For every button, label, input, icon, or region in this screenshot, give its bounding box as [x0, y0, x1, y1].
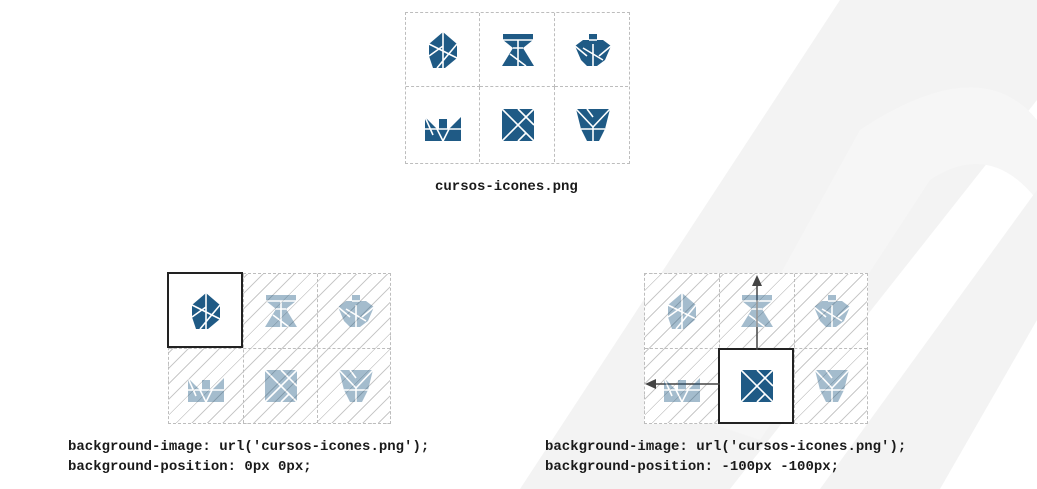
boat-tangram-icon	[186, 377, 224, 402]
sprite-cell	[169, 348, 390, 349]
leaf-tangram-icon	[191, 292, 221, 330]
example-left-line1: background-image: url('cursos-icones.png…	[68, 439, 430, 455]
sprite-cell	[480, 87, 555, 162]
example-right-line1: background-image: url('cursos-icones.png…	[545, 439, 907, 455]
square-tangram-icon	[263, 368, 298, 403]
boat-tangram-icon	[423, 116, 461, 141]
sprite-cell	[480, 13, 555, 87]
example-left-line2: background-position: 0px 0px;	[68, 459, 312, 475]
left-arrow-icon	[645, 379, 656, 389]
cup-tangram-icon	[813, 368, 850, 402]
cup-tangram-icon	[574, 107, 611, 141]
up-arrow-icon	[752, 275, 762, 286]
square-tangram-icon	[500, 107, 535, 142]
hourglass-tangram-icon	[264, 294, 297, 328]
teapot-tangram-icon	[336, 294, 375, 327]
sprite-file-caption: cursos-icones.png	[435, 179, 578, 195]
example-right-line2: background-position: -100px -100px;	[545, 459, 840, 475]
leaf-tangram-icon	[667, 292, 697, 330]
sprite-cell	[406, 13, 480, 87]
hourglass-tangram-icon	[740, 294, 773, 328]
sprite-sheet-right	[644, 273, 868, 424]
cup-tangram-icon	[337, 368, 374, 402]
teapot-tangram-icon	[812, 294, 851, 327]
leaf-tangram-icon	[428, 31, 458, 69]
boat-tangram-icon	[662, 377, 700, 402]
teapot-tangram-icon	[573, 33, 612, 66]
sprite-cell	[406, 87, 480, 162]
sprite-sheet	[405, 12, 630, 164]
sprite-cell	[555, 13, 628, 87]
hourglass-tangram-icon	[501, 33, 534, 67]
square-tangram-icon	[739, 368, 774, 403]
